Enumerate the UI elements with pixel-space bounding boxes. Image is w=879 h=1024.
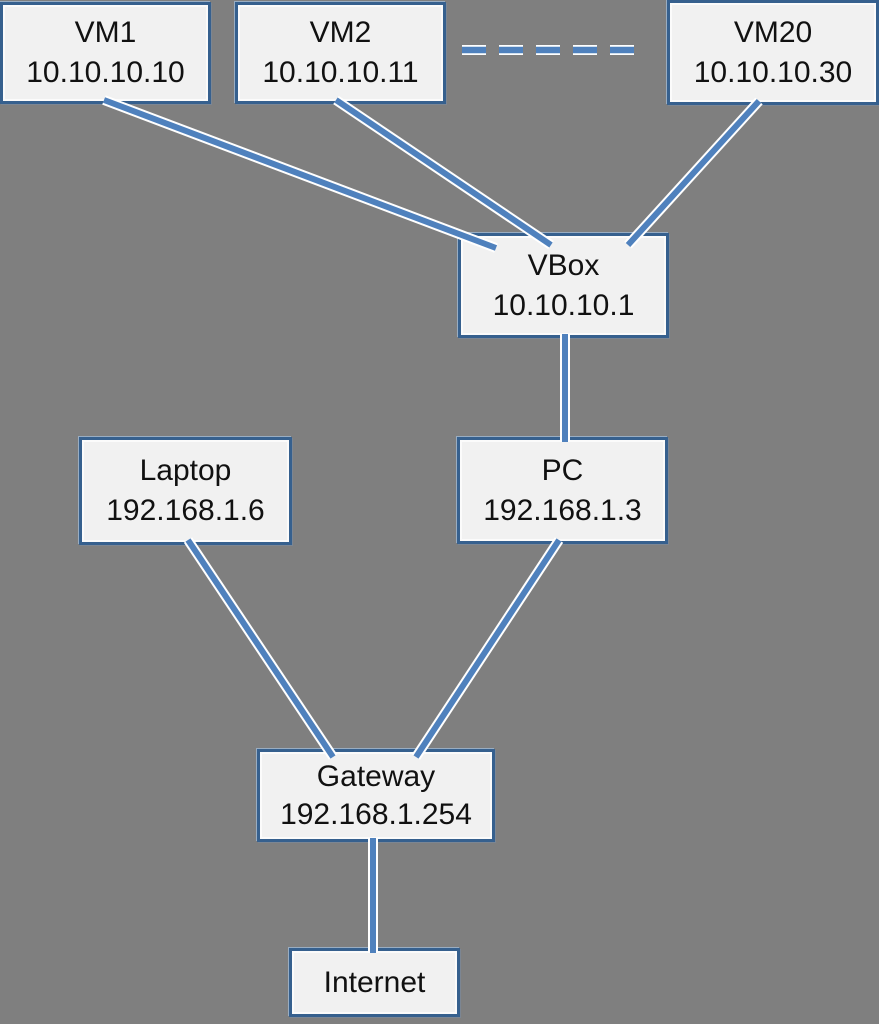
- node-pc: PC 192.168.1.3: [457, 437, 668, 544]
- edge-pc-gateway: [411, 537, 564, 760]
- node-gateway-ip: 192.168.1.254: [280, 797, 472, 831]
- node-internet-label: Internet: [323, 965, 426, 999]
- node-vm1-ip: 10.10.10.10: [26, 56, 185, 89]
- node-pc-label: PC: [541, 453, 584, 487]
- edge-vm1-vbox: [102, 95, 498, 253]
- node-vm1-label: VM1: [74, 16, 137, 49]
- node-vm1: VM1 10.10.10.10: [0, 2, 211, 104]
- edge-vm20-vbox: [624, 97, 763, 249]
- node-laptop-label: Laptop: [139, 454, 232, 487]
- node-gateway-label: Gateway: [316, 759, 436, 793]
- node-internet: Internet: [289, 948, 460, 1017]
- node-vm20-label: VM20: [733, 15, 813, 49]
- node-laptop: Laptop 192.168.1.6: [79, 437, 292, 545]
- node-vm20-ip: 10.10.10.30: [693, 55, 853, 89]
- node-vm2: VM2 10.10.10.11: [235, 2, 446, 104]
- node-pc-ip: 192.168.1.3: [483, 493, 642, 527]
- edge-vm2-vbox: [333, 95, 554, 250]
- node-vm20: VM20 10.10.10.30: [667, 0, 879, 105]
- node-vbox: VBox 10.10.10.1: [458, 233, 669, 338]
- edge-laptop-gateway: [183, 537, 338, 760]
- node-vbox-label: VBox: [527, 248, 600, 282]
- node-vbox-ip: 10.10.10.1: [492, 288, 635, 322]
- node-gateway: Gateway 192.168.1.254: [257, 749, 495, 842]
- node-vm2-label: VM2: [309, 16, 372, 49]
- node-laptop-ip: 192.168.1.6: [106, 494, 265, 527]
- node-vm2-ip: 10.10.10.11: [262, 56, 419, 89]
